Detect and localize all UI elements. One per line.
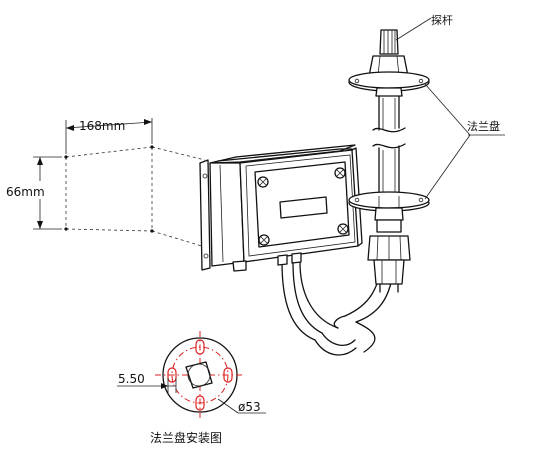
cables (281, 254, 397, 356)
screw-bottom-right (337, 223, 349, 235)
dimension-projection (64, 145, 206, 248)
flange-detail: 5.50 ø53 (117, 331, 266, 419)
probe-label: 探杆 (431, 13, 453, 27)
enclosure-box (199, 144, 363, 272)
screw-top-right (334, 167, 346, 179)
width-dimension: 168mm (65, 118, 153, 154)
screw-top-left (257, 176, 269, 188)
cable-glands (232, 252, 302, 272)
drawing-caption: 法兰盘安装图 (150, 430, 222, 445)
display-window (279, 196, 328, 219)
diameter-label: ø53 (238, 400, 261, 414)
slot-right (223, 367, 233, 383)
slot-bottom (195, 395, 205, 411)
slot-left (167, 367, 177, 383)
height-dimension: 66mm (6, 156, 62, 230)
probe-rod-assembly (348, 29, 430, 293)
height-label: 66mm (6, 185, 45, 199)
hole-size-label: 5.50 (118, 372, 145, 386)
width-label: 168mm (79, 119, 125, 133)
flange-label: 法兰盘 (467, 119, 500, 133)
slot-top (195, 339, 205, 355)
leaders: 探杆 法兰盘 (395, 13, 505, 200)
screw-bottom-left (258, 234, 270, 246)
